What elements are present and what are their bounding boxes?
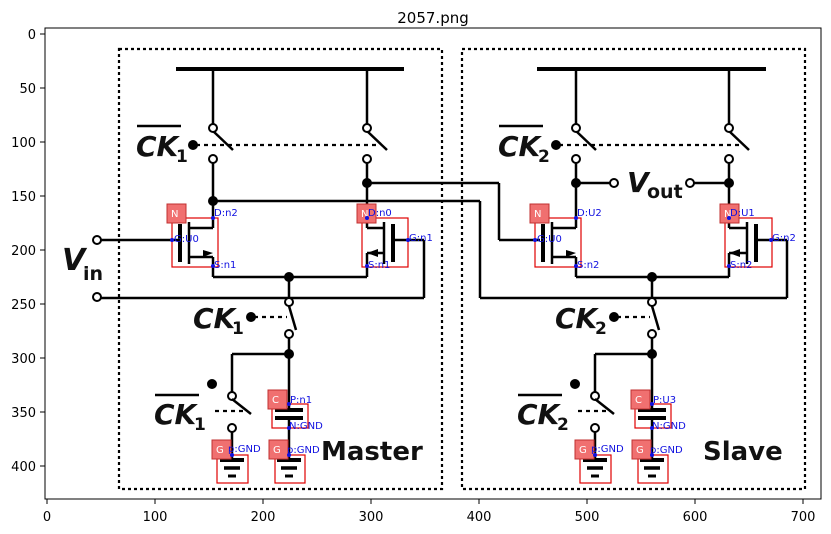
x-tick-label: 500	[575, 510, 600, 525]
component-box: G p:GND	[211, 439, 261, 484]
switch-ck1-tail	[287, 305, 298, 331]
y-tick-label: 400	[11, 460, 36, 475]
pin-annotation: D:U2	[577, 208, 602, 219]
component-box: C P:n1 N:GND	[267, 389, 323, 432]
component-tag: N	[361, 209, 368, 220]
x-tick-label: 100	[143, 510, 168, 525]
x-axis: 0 100 200 300 400 500 600 700	[43, 499, 816, 525]
vout-subscript: out	[647, 181, 683, 203]
component-box: G p:GND	[574, 439, 624, 484]
component-tag: G	[273, 445, 281, 456]
x-tick-label: 300	[359, 510, 384, 525]
component-box: C P:U3 N:GND	[630, 389, 686, 432]
component-tag: N	[724, 209, 731, 220]
pin-annotation: N:GND	[289, 421, 323, 432]
ck2-bar-bottom-subscript: 2	[557, 415, 569, 435]
component-tag: C	[272, 395, 279, 406]
y-tick-label: 0	[28, 28, 36, 43]
ck2-bar-subscript: 2	[538, 147, 550, 167]
y-tick-label: 100	[11, 136, 36, 151]
pin-annotation: G:U0	[174, 234, 199, 245]
pin-annotation: p:GND	[591, 444, 624, 455]
component-box: G p:GND	[631, 439, 683, 484]
component-tag: G	[579, 445, 587, 456]
ground-symbol	[640, 458, 664, 478]
switch-ck1-bar-bottom	[231, 398, 252, 415]
ck1-bar-bottom-subscript: 1	[194, 415, 206, 435]
x-tick-label: 700	[791, 510, 816, 525]
pin-annotation: S:n2	[577, 260, 599, 271]
x-tick-label: 200	[251, 510, 276, 525]
component-tag: N	[171, 209, 178, 220]
ck2-bar-label: CK	[498, 130, 543, 163]
component-annotations: N D:n2 G:U0 S:n1 N D:n0 G:n1 S:n1 C P:n	[166, 203, 796, 484]
y-tick-label: 250	[11, 298, 36, 313]
ground-symbol	[583, 458, 607, 478]
y-tick-label: 300	[11, 352, 36, 367]
ground-symbol	[220, 458, 244, 478]
component-box: N D:n0 G:n1 S:n1	[356, 203, 433, 271]
pin-annotation: D:U1	[730, 208, 755, 219]
pin-annotation: D:n0	[368, 208, 392, 219]
master-label: Master	[321, 437, 423, 467]
pin-annotation: N:GND	[652, 421, 686, 432]
component-tag: N	[534, 209, 541, 220]
pin-annotation: P:n1	[290, 395, 312, 406]
component-tag: C	[635, 395, 642, 406]
component-box: N D:n2 G:U0 S:n1	[166, 203, 238, 271]
ck1-bar-label: CK	[136, 130, 181, 163]
switch-ck2-right	[728, 130, 750, 151]
component-tag: G	[216, 445, 224, 456]
pin-annotation: p:GND	[650, 445, 683, 456]
x-tick-label: 0	[43, 510, 51, 525]
pin-annotation: S:n1	[368, 260, 390, 271]
pin-annotation: p:GND	[228, 444, 261, 455]
switch-ck2-tail	[650, 305, 661, 331]
axes-frame	[44, 27, 822, 500]
vout-label: V	[627, 166, 651, 199]
pin-annotation: P:U3	[653, 395, 676, 406]
vin-subscript: in	[83, 263, 103, 285]
ck1-subscript: 1	[232, 319, 244, 339]
y-tick-label: 200	[11, 244, 36, 259]
slave-block-boundary	[460, 47, 807, 491]
ck2-subscript: 2	[595, 319, 607, 339]
ck2-label: CK	[555, 302, 600, 335]
x-tick-label: 600	[683, 510, 708, 525]
slave-label: Slave	[703, 437, 783, 467]
pin-annotation: G:n2	[772, 233, 796, 244]
ground-symbol	[277, 458, 301, 478]
component-tag: G	[636, 445, 644, 456]
y-tick-label: 50	[19, 82, 36, 97]
ck2-bar-bottom-label: CK	[517, 398, 562, 431]
ck1-bar-subscript: 1	[176, 147, 188, 167]
pin-annotation: S:n2	[730, 260, 752, 271]
pin-annotation: G:n1	[409, 233, 433, 244]
figure-title: 2057.png	[397, 9, 469, 27]
component-box: G p:GND	[268, 439, 320, 484]
vin-label: V	[62, 243, 88, 278]
y-tick-label: 350	[11, 406, 36, 421]
component-box: N D:U2 G:U0 S:n2	[529, 203, 602, 271]
pin-annotation: G:U0	[537, 234, 562, 245]
switch-ck1-left	[212, 130, 234, 151]
component-box: N D:U1 G:n2 S:n2	[719, 203, 796, 271]
switch-ck2-left	[575, 130, 597, 151]
pin-annotation: D:n2	[214, 208, 238, 219]
x-tick-label: 400	[467, 510, 492, 525]
pin-annotation: S:n1	[214, 260, 236, 271]
master-block-boundary	[117, 47, 444, 491]
y-axis: 0 50 100 150 200 250 300 350 400	[11, 28, 45, 475]
ck1-bar-bottom-label: CK	[154, 398, 199, 431]
y-tick-label: 150	[11, 190, 36, 205]
switch-ck1-right	[366, 130, 388, 151]
switch-ck2-bar-bottom	[594, 398, 615, 415]
circuit-diagram: CK 1	[62, 47, 807, 491]
pin-annotation: p:GND	[287, 445, 320, 456]
ck1-label: CK	[193, 302, 238, 335]
